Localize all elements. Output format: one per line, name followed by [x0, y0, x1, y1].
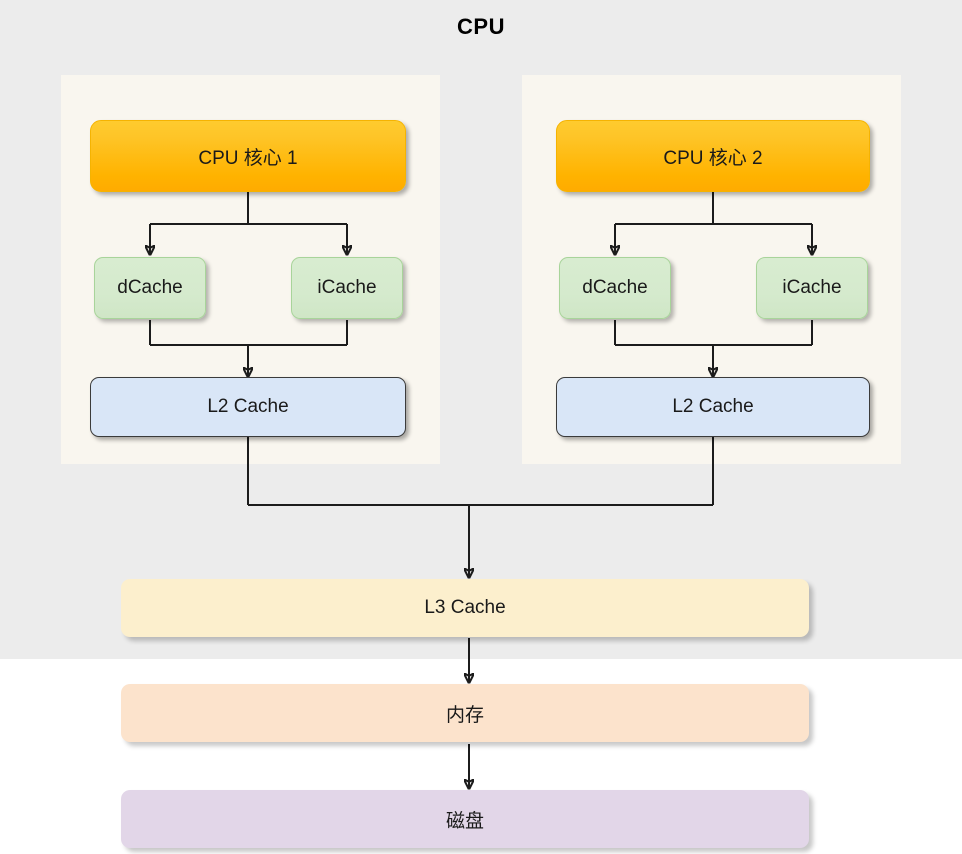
core-2-dcache-label: dCache: [582, 277, 648, 298]
cpu-core-2-label: CPU 核心 2: [663, 147, 763, 169]
cpu-core-2-box[interactable]: CPU 核心 2: [556, 120, 870, 192]
core-1-icache-label: iCache: [317, 277, 377, 298]
disk-label: 磁盘: [445, 810, 484, 832]
memory-label: 内存: [445, 704, 484, 726]
core-1-dcache-box[interactable]: dCache: [94, 257, 206, 319]
disk-box[interactable]: 磁盘: [121, 790, 809, 848]
core-1-l2-label: L2 Cache: [207, 396, 289, 417]
core-1-dcache-label: dCache: [117, 277, 183, 298]
l3-cache-label: L3 Cache: [424, 597, 506, 618]
core-1-icache-box[interactable]: iCache: [291, 257, 403, 319]
core-1-l2-box[interactable]: L2 Cache: [90, 377, 406, 437]
l3-cache-box[interactable]: L3 Cache: [121, 579, 809, 637]
core-2-l2-box[interactable]: L2 Cache: [556, 377, 870, 437]
memory-box[interactable]: 内存: [121, 684, 809, 742]
cpu-core-1-box[interactable]: CPU 核心 1: [90, 120, 406, 192]
core-2-icache-label: iCache: [782, 277, 842, 298]
cpu-title: CPU: [457, 14, 505, 39]
core-2-icache-box[interactable]: iCache: [756, 257, 868, 319]
cpu-core-1-label: CPU 核心 1: [198, 147, 298, 169]
core-2-l2-label: L2 Cache: [672, 396, 754, 417]
core-2-dcache-box[interactable]: dCache: [559, 257, 671, 319]
